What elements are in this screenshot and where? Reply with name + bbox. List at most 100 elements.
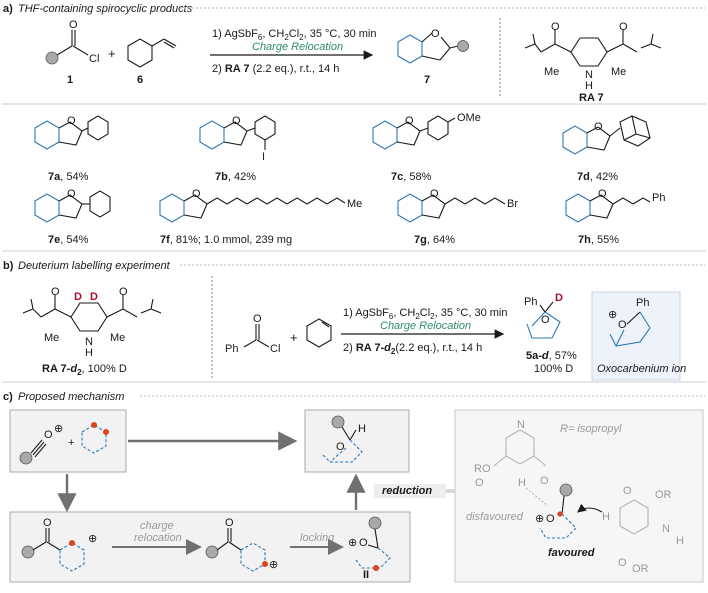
mech-box-product: H O	[304, 409, 410, 473]
svg-text:O: O	[431, 28, 440, 40]
svg-text:O: O	[618, 319, 627, 331]
products-grid: O 7a, 54% O I 7b, 42% O OMe 7c, 58%	[34, 112, 665, 246]
reaction-arrow-a: 1) AgSbF6, CH2Cl2, 35 °C, 30 min Charge …	[210, 28, 376, 75]
svg-text:O: O	[359, 537, 368, 549]
reaction-arrow-b: 1) AgSbF6, CH2Cl2, 35 °C, 30 min Charge …	[341, 307, 507, 356]
svg-text:O: O	[430, 188, 439, 200]
plus-sign-a: +	[108, 46, 116, 61]
oxocarbenium-label: Oxocarbenium ion	[597, 363, 686, 375]
section-a-title: THF-containing spirocyclic products	[18, 3, 193, 15]
svg-text:OR: OR	[655, 489, 672, 501]
transition-state-panel: R= isopropyl N RO O O H disfavoured ⊕ O …	[454, 409, 704, 583]
svg-text:H: H	[85, 347, 93, 359]
svg-text:OMe: OMe	[457, 112, 481, 124]
svg-text:Me: Me	[544, 66, 559, 78]
vinylcyclohexane-6: 6	[127, 38, 177, 86]
svg-text:O: O	[51, 286, 60, 298]
svg-text:D: D	[90, 291, 98, 303]
product-7e: O 7e, 54%	[34, 188, 111, 246]
svg-text:O: O	[598, 188, 607, 200]
svg-text:H: H	[358, 423, 366, 435]
product-5a-d: Ph D O 5a-d, 57% 100% D	[524, 292, 577, 375]
svg-text:7c, 58%: 7c, 58%	[391, 171, 432, 183]
svg-text:Me: Me	[347, 198, 362, 210]
svg-text:II: II	[363, 569, 369, 581]
product-7h: O Ph 7h, 55%	[565, 188, 665, 246]
svg-text:Ph: Ph	[636, 297, 649, 309]
svg-text:⊕: ⊕	[348, 537, 357, 549]
svg-text:⊕: ⊕	[88, 533, 97, 545]
svg-text:O: O	[336, 441, 345, 453]
svg-text:⊕: ⊕	[535, 513, 544, 525]
section-b-title: Deuterium labelling experiment	[18, 260, 171, 272]
svg-text:OR: OR	[632, 563, 649, 575]
compound-7-label: 7	[424, 74, 430, 86]
svg-text:Me: Me	[110, 332, 125, 344]
svg-text:O: O	[405, 115, 414, 127]
section-a-letter: a)	[3, 3, 13, 15]
svg-text:7d, 42%: 7d, 42%	[577, 171, 618, 183]
compound-1-label: 1	[67, 74, 73, 86]
charge-relocation-label-a: Charge Relocation	[252, 41, 343, 53]
svg-text:N: N	[585, 69, 593, 81]
product-5a-label: 5a-d, 57%	[526, 350, 577, 362]
ra7-label: RA 7	[579, 92, 604, 104]
svg-text:N: N	[517, 419, 525, 431]
svg-text:Me: Me	[611, 66, 626, 78]
section-b-header: b) Deuterium labelling experiment	[3, 260, 705, 272]
product-7g: O Br 7g, 64%	[397, 188, 518, 246]
cond-b-2: 2) RA 7-d2(2.2 eq.), r.t., 14 h	[343, 342, 482, 356]
ra7-hantzsch-ester: O O Me Me N H RA 7	[524, 21, 662, 104]
svg-text:H: H	[602, 511, 610, 523]
section-a-header: a) THF-containing spirocyclic products	[3, 3, 705, 15]
ra7-d2-label: RA 7-d2, 100% D	[42, 363, 127, 377]
svg-text:O: O	[225, 517, 234, 529]
cond-a-1: 1) AgSbF6, CH2Cl2, 35 °C, 30 min	[212, 28, 376, 42]
svg-text:O: O	[43, 517, 52, 529]
svg-text:+: +	[68, 437, 74, 449]
cyclohexene	[306, 318, 332, 348]
svg-text:O: O	[546, 513, 555, 525]
mech-box-reagents: O ⊕ +	[9, 409, 127, 473]
svg-text:H: H	[518, 477, 526, 489]
svg-text:O: O	[232, 115, 241, 127]
mech-box-intermediates: O ⊕ charge relocation O ⊕ locking ⊕ O II	[9, 511, 411, 583]
svg-text:⊕: ⊕	[608, 309, 617, 321]
svg-text:D: D	[74, 291, 82, 303]
svg-text:H: H	[676, 535, 684, 547]
svg-text:RO: RO	[474, 463, 491, 475]
section-c-header: c) Proposed mechanism	[3, 391, 705, 403]
svg-text:D: D	[555, 292, 563, 304]
svg-text:disfavoured: disfavoured	[466, 511, 524, 523]
svg-text:O: O	[618, 557, 627, 569]
svg-text:Me: Me	[44, 332, 59, 344]
product-7d: O 7d, 42%	[562, 115, 651, 183]
svg-text:Br: Br	[507, 198, 518, 210]
acyl-chloride-1: O Cl 1	[45, 19, 99, 86]
charge-relocation-label-b: Charge Relocation	[380, 320, 471, 332]
svg-text:H: H	[585, 80, 593, 92]
svg-text:O: O	[119, 286, 128, 298]
product-7c: O OMe 7c, 58%	[372, 112, 481, 183]
product-7a: O 7a, 54%	[34, 115, 109, 183]
svg-text:N: N	[662, 523, 670, 535]
svg-text:Ph: Ph	[524, 296, 537, 308]
svg-text:O: O	[475, 477, 484, 489]
svg-text:relocation: relocation	[134, 532, 182, 544]
product-7-structure: O 7	[397, 28, 469, 86]
svg-text:favoured: favoured	[548, 547, 595, 559]
svg-text:7f, 81%; 1.0 mmol, 239 mg: 7f, 81%; 1.0 mmol, 239 mg	[160, 234, 292, 246]
svg-text:7e, 54%: 7e, 54%	[48, 234, 89, 246]
svg-text:O: O	[551, 21, 560, 33]
benzoyl-chloride: Ph O Cl	[225, 313, 280, 355]
ra7-d2-structure: D D O O Me Me N H RA 7-d2, 100% D	[22, 286, 162, 377]
reduction-arrow: reduction	[346, 473, 468, 510]
product-7b: O I 7b, 42%	[199, 115, 276, 183]
cond-b-1: 1) AgSbF6, CH2Cl2, 35 °C, 30 min	[343, 307, 507, 321]
svg-text:O: O	[623, 485, 632, 497]
svg-text:charge: charge	[140, 520, 174, 532]
svg-text:100% D: 100% D	[534, 363, 573, 375]
svg-text:reduction: reduction	[382, 485, 432, 497]
oxocarbenium-box: ⊕ Ph O Oxocarbenium ion	[591, 291, 686, 381]
svg-text:7g, 64%: 7g, 64%	[414, 234, 455, 246]
